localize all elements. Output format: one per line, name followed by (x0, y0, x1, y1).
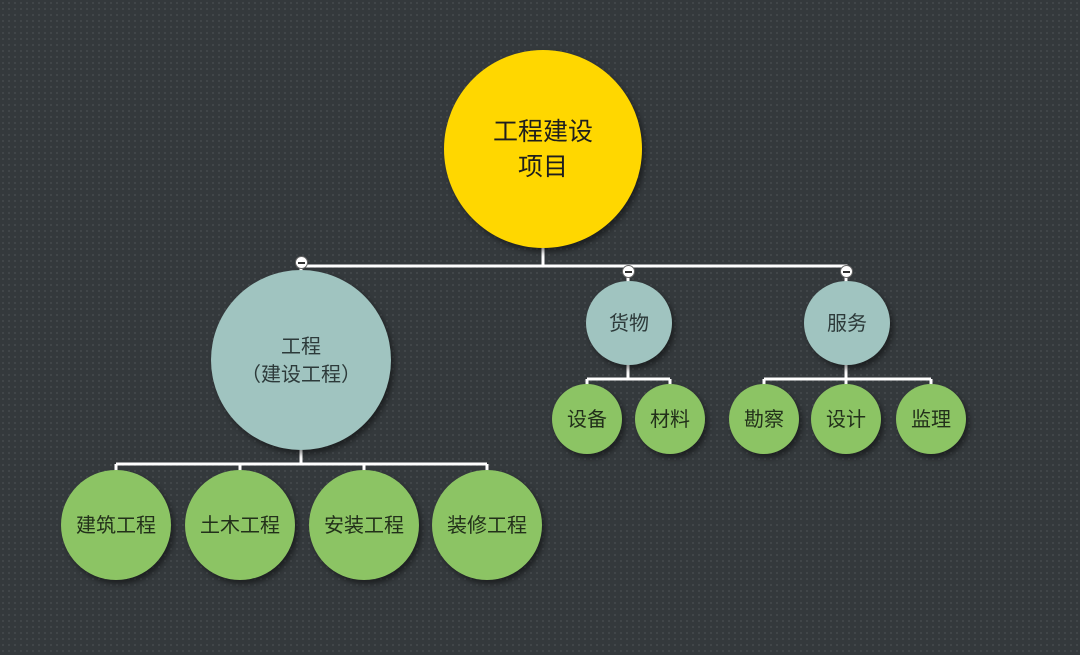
branch-goods-label: 货物 (609, 311, 649, 335)
minus-circle-icon[interactable] (840, 265, 853, 278)
leaf-node[interactable]: 安装工程 (309, 470, 419, 580)
branch-node-goods[interactable]: 货物 (586, 281, 672, 365)
minus-circle-icon[interactable] (295, 256, 308, 269)
branch-engineering-label-line-1: 工程 (281, 334, 321, 358)
connector-root-services (543, 264, 848, 282)
branch-node-services[interactable]: 服务 (804, 281, 890, 365)
leaf-node[interactable]: 监理 (896, 384, 966, 454)
branch-node-engineering[interactable]: 工程 （建设工程） (211, 270, 391, 450)
leaf-label: 勘察 (744, 407, 784, 431)
leaf-label: 设计 (826, 407, 866, 431)
branch-services-label: 服务 (827, 311, 867, 335)
leaf-label: 装修工程 (447, 513, 527, 537)
leaf-label: 材料 (650, 407, 690, 431)
leaf-node[interactable]: 建筑工程 (61, 470, 171, 580)
leaf-node[interactable]: 材料 (635, 384, 705, 454)
leaf-label: 设备 (567, 407, 607, 431)
leaf-node[interactable]: 勘察 (729, 384, 799, 454)
leaf-node[interactable]: 土木工程 (185, 470, 295, 580)
root-node[interactable]: 工程建设 项目 (444, 50, 642, 248)
leaf-node[interactable]: 装修工程 (432, 470, 542, 580)
minus-circle-icon[interactable] (622, 265, 635, 278)
branch-engineering-label-line-2: （建设工程） (241, 362, 361, 386)
leaf-node[interactable]: 设备 (552, 384, 622, 454)
leaf-node[interactable]: 设计 (811, 384, 881, 454)
leaf-label: 建筑工程 (76, 513, 156, 537)
connector-root-goods (543, 264, 630, 282)
leaf-label: 监理 (911, 407, 951, 431)
root-label-line-2: 项目 (517, 152, 568, 181)
root-label-line-1: 工程建设 (492, 117, 593, 146)
leaf-label: 土木工程 (200, 513, 280, 537)
connector-root-engineering (299, 264, 543, 272)
leaf-label: 安装工程 (324, 513, 404, 537)
